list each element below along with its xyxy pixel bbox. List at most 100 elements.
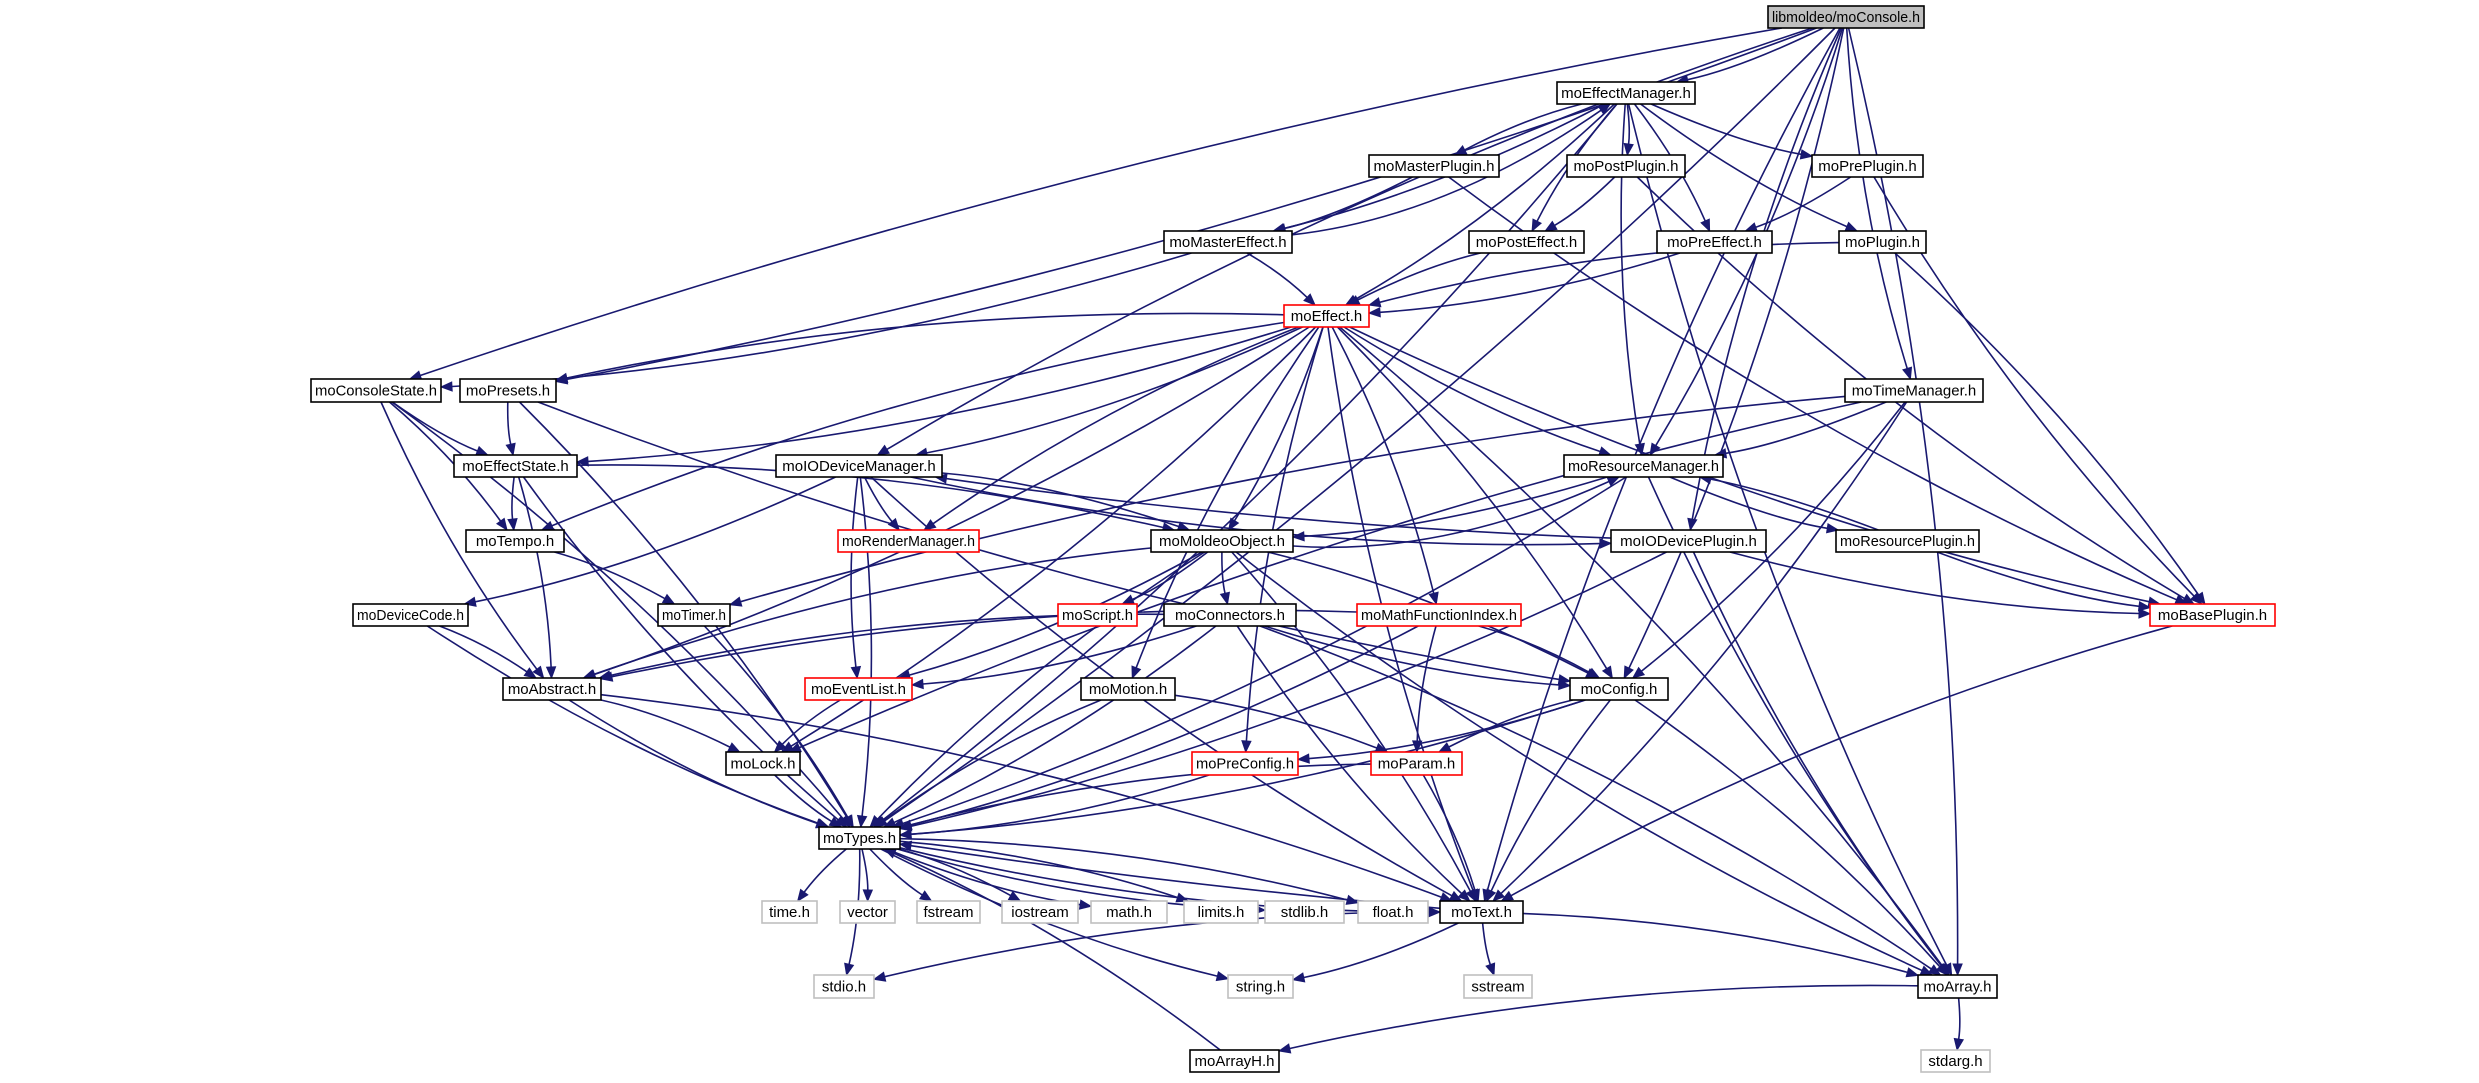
node-box[interactable] [1183, 900, 1259, 924]
node-box[interactable] [1163, 230, 1293, 254]
node-box[interactable] [1356, 603, 1522, 627]
node-box[interactable] [761, 900, 818, 924]
node-moPlugin[interactable]: moPlugin.h [1838, 230, 1927, 254]
node-moPrePlugin[interactable]: moPrePlugin.h [1811, 154, 1924, 178]
node-box[interactable] [1283, 304, 1370, 328]
node-box[interactable] [453, 454, 578, 478]
node-box[interactable] [1838, 230, 1927, 254]
node-sstream[interactable]: sstream [1463, 974, 1533, 999]
node-moEffect[interactable]: moEffect.h [1283, 304, 1370, 328]
node-moTimer[interactable]: moTimer.h [657, 603, 731, 627]
node-string[interactable]: string.h [1227, 974, 1294, 999]
node-math[interactable]: math.h [1090, 900, 1168, 924]
node-fstream[interactable]: fstream [916, 900, 981, 924]
node-box[interactable] [1844, 378, 1984, 403]
node-box[interactable] [1463, 974, 1533, 999]
node-stdio[interactable]: stdio.h [813, 974, 875, 999]
node-time[interactable]: time.h [761, 900, 818, 924]
node-moConnectors[interactable]: moConnectors.h [1163, 603, 1297, 627]
node-box[interactable] [310, 378, 442, 403]
node-vector[interactable]: vector [839, 900, 896, 924]
node-box[interactable] [1835, 529, 1980, 553]
node-moTempo[interactable]: moTempo.h [465, 529, 565, 553]
node-stdarg[interactable]: stdarg.h [1920, 1049, 1991, 1073]
node-box[interactable] [459, 378, 557, 403]
node-moMotion[interactable]: moMotion.h [1080, 677, 1176, 701]
node-moScript[interactable]: moScript.h [1057, 603, 1138, 627]
node-box[interactable] [657, 603, 731, 627]
node-moDeviceCode[interactable]: moDeviceCode.h [352, 603, 469, 627]
node-box[interactable] [1150, 529, 1294, 553]
node-box[interactable] [818, 826, 901, 850]
node-moTypes[interactable]: moTypes.h [818, 826, 901, 850]
node-box[interactable] [1227, 974, 1294, 999]
node-moPresets[interactable]: moPresets.h [459, 378, 557, 403]
node-box[interactable] [1569, 677, 1669, 701]
node-box[interactable] [1163, 603, 1297, 627]
node-box[interactable] [1090, 900, 1168, 924]
node-box[interactable] [813, 974, 875, 999]
node-box[interactable] [502, 677, 602, 701]
node-moParam[interactable]: moParam.h [1370, 751, 1463, 776]
node-box[interactable] [1357, 900, 1429, 924]
node-box[interactable] [1189, 1049, 1280, 1073]
node-box[interactable] [1610, 529, 1767, 553]
node-moEffectManager[interactable]: moEffectManager.h [1556, 81, 1696, 105]
node-moResourcePlugin[interactable]: moResourcePlugin.h [1835, 529, 1980, 553]
node-box[interactable] [2149, 603, 2276, 627]
node-box[interactable] [1368, 154, 1500, 178]
node-box[interactable] [775, 454, 943, 478]
node-box[interactable] [1556, 81, 1696, 105]
node-moMasterPlugin[interactable]: moMasterPlugin.h [1368, 154, 1500, 178]
node-moBasePlugin[interactable]: moBasePlugin.h [2149, 603, 2276, 627]
node-moEventList[interactable]: moEventList.h [804, 677, 913, 701]
node-moText[interactable]: moText.h [1439, 900, 1524, 924]
node-moEffectState[interactable]: moEffectState.h [453, 454, 578, 478]
node-box[interactable] [804, 677, 913, 701]
node-box[interactable] [465, 529, 565, 553]
node-moPostEffect[interactable]: moPostEffect.h [1468, 230, 1585, 254]
node-box[interactable] [1468, 230, 1585, 254]
node-float[interactable]: float.h [1357, 900, 1429, 924]
node-box[interactable] [1057, 603, 1138, 627]
node-limits[interactable]: limits.h [1183, 900, 1259, 924]
node-box[interactable] [1811, 154, 1924, 178]
node-box[interactable] [1264, 900, 1345, 924]
node-box[interactable] [725, 751, 801, 776]
node-box[interactable] [1370, 751, 1463, 776]
node-moPreEffect[interactable]: moPreEffect.h [1656, 230, 1773, 254]
node-box[interactable] [1656, 230, 1773, 254]
node-moArrayH[interactable]: moArrayH.h [1189, 1049, 1280, 1073]
node-box[interactable] [1767, 5, 1925, 29]
node-moMasterEffect[interactable]: moMasterEffect.h [1163, 230, 1293, 254]
node-moPostPlugin[interactable]: moPostPlugin.h [1566, 154, 1686, 178]
node-moConsoleState[interactable]: moConsoleState.h [310, 378, 442, 403]
node-moConfig[interactable]: moConfig.h [1569, 677, 1669, 701]
node-box[interactable] [1917, 974, 1998, 999]
node-box[interactable] [1191, 751, 1299, 776]
node-iostream[interactable]: iostream [1001, 900, 1079, 924]
node-moIODevicePlugin[interactable]: moIODevicePlugin.h [1610, 529, 1767, 553]
node-box[interactable] [916, 900, 981, 924]
node-box[interactable] [352, 603, 469, 627]
node-box[interactable] [839, 900, 896, 924]
node-box[interactable] [1563, 454, 1724, 478]
node-moTimeManager[interactable]: moTimeManager.h [1844, 378, 1984, 403]
node-moResourceManager[interactable]: moResourceManager.h [1563, 454, 1724, 478]
node-box[interactable] [837, 529, 980, 553]
node-moAbstract[interactable]: moAbstract.h [502, 677, 602, 701]
node-stdlib[interactable]: stdlib.h [1264, 900, 1345, 924]
node-moIODeviceManager[interactable]: moIODeviceManager.h [775, 454, 943, 478]
node-box[interactable] [1920, 1049, 1991, 1073]
node-moMoldeoObject[interactable]: moMoldeoObject.h [1150, 529, 1294, 553]
node-moArray[interactable]: moArray.h [1917, 974, 1998, 999]
node-box[interactable] [1080, 677, 1176, 701]
node-moRenderManager[interactable]: moRenderManager.h [837, 529, 980, 553]
node-moLock[interactable]: moLock.h [725, 751, 801, 776]
node-moConsole[interactable]: libmoldeo/moConsole.h [1767, 5, 1925, 29]
node-box[interactable] [1001, 900, 1079, 924]
node-box[interactable] [1439, 900, 1524, 924]
node-box[interactable] [1566, 154, 1686, 178]
node-moPreConfig[interactable]: moPreConfig.h [1191, 751, 1299, 776]
node-moMathFunctionIndex[interactable]: moMathFunctionIndex.h [1356, 603, 1522, 627]
